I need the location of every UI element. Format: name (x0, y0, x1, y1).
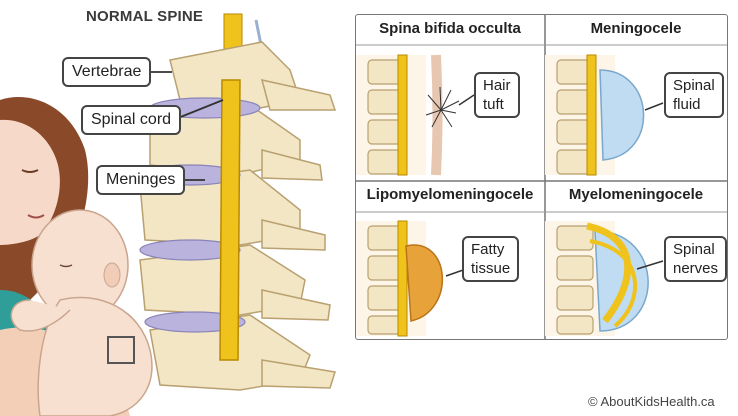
panel-grid-lines (356, 15, 727, 339)
spinal-fluid-label-line2: fluid (673, 96, 701, 113)
spinal-nerves-label-line2: nerves (673, 260, 719, 277)
normal-spine-illustration (0, 13, 337, 416)
fatty-tissue-label-line2: tissue (471, 260, 511, 277)
panel-title-meningocele: Meningocele (590, 20, 682, 37)
panel-lipomyelomeningocele-illustration (356, 220, 467, 337)
main-title: NORMAL SPINE (86, 8, 204, 25)
spinal-fluid-label: Spinal fluid (664, 72, 724, 118)
spinal-nerves-label: Spinal nerves (664, 236, 728, 282)
spina-bifida-types-panel (355, 14, 728, 340)
baby-body (37, 296, 153, 416)
spine-location-box (107, 336, 135, 364)
hair-tuft-label: Hair tuft (474, 72, 520, 118)
vertebrae-label: Vertebrae (62, 57, 152, 87)
mother-face (0, 119, 60, 245)
panel-meningocele-illustration (545, 54, 664, 176)
panel-title-occulta: Spina bifida occulta (379, 20, 521, 37)
panel-myelomeningocele-illustration (545, 221, 664, 336)
spinal-fluid-label-line1: Spinal (673, 77, 715, 94)
spine-column (139, 13, 337, 391)
fatty-tissue-label-line1: Fatty (471, 241, 505, 258)
panel-occulta-illustration (356, 54, 475, 176)
hair-tuft-label-line1: Hair (483, 77, 511, 94)
credit-text: © AboutKidsHealth.ca (588, 394, 715, 409)
panel-title-myelomeningocele: Myelomeningocele (568, 186, 704, 203)
hair-tuft-label-line2: tuft (483, 96, 504, 113)
fatty-tissue-label: Fatty tissue (462, 236, 520, 282)
meninges-label: Meninges (96, 165, 186, 195)
spinal-nerves-label-line1: Spinal (673, 241, 715, 258)
spinal-cord-label: Spinal cord (81, 105, 182, 135)
panel-title-lipomyelomeningocele: Lipomyelomeningocele (366, 186, 534, 203)
